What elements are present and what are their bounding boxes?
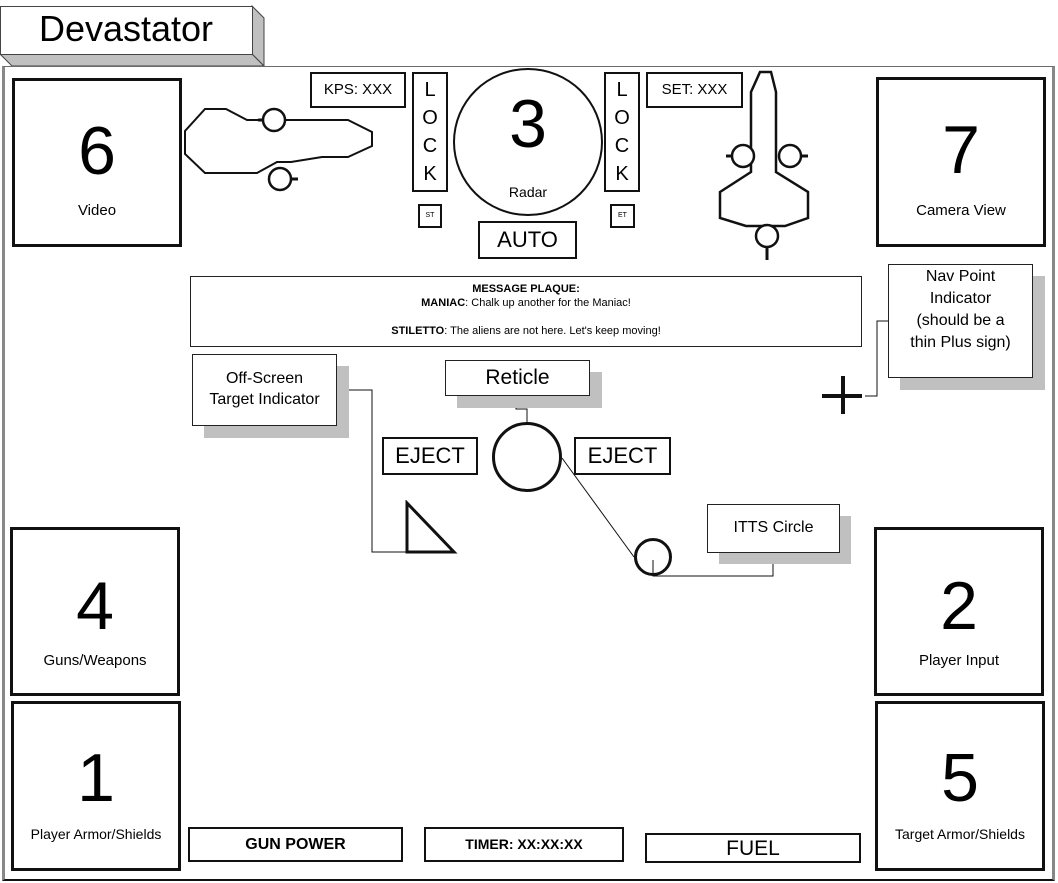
message-text: : Chalk up another for the Maniac! <box>465 297 631 309</box>
player-armor-panel[interactable]: 1 Player Armor/Shields <box>11 701 181 871</box>
callout-text: Indicator <box>929 290 992 307</box>
panel-number: 7 <box>942 112 980 188</box>
panel-number: 5 <box>941 740 979 816</box>
lock-letter: C <box>422 135 438 157</box>
message-plaque: MESSAGE PLAQUE: MANIAC: Chalk up another… <box>190 276 862 347</box>
panel-label: Player Input <box>918 652 1000 669</box>
gun-power-gauge: GUN POWER <box>188 827 403 862</box>
hud-frame <box>2 66 1055 881</box>
radar-display[interactable]: 3 Radar <box>453 68 603 216</box>
ship-side-icon <box>184 107 373 192</box>
itts-circle <box>634 538 672 576</box>
offscreen-target-callout: Off-Screen Target Indicator <box>192 354 337 426</box>
lock-letter: K <box>423 163 437 185</box>
st-button[interactable]: ST <box>418 204 442 228</box>
nav-point-callout: Nav Point Indicator (should be a thin Pl… <box>888 264 1033 378</box>
panel-label: Player Armor/Shields <box>30 826 162 842</box>
lock-letter: L <box>616 79 628 101</box>
ship-top-icon <box>718 70 810 260</box>
camera-view-panel[interactable]: 7 Camera View <box>876 77 1046 247</box>
panel-label: Guns/Weapons <box>43 652 147 669</box>
radar-label: Radar <box>508 184 548 200</box>
timer-readout: TIMER: XX:XX:XX <box>424 827 624 862</box>
kps-readout: KPS: XXX <box>310 72 406 108</box>
guns-weapons-panel[interactable]: 4 Guns/Weapons <box>10 527 180 696</box>
lock-letter: O <box>422 107 438 129</box>
nav-point-plus-icon <box>822 376 862 414</box>
lock-indicator-left[interactable]: L O C K <box>412 72 448 192</box>
callout-text: (should be a <box>916 312 1005 329</box>
lock-letter: C <box>614 135 630 157</box>
et-button[interactable]: ET <box>610 204 635 228</box>
eject-button-right[interactable]: EJECT <box>574 437 671 475</box>
callout-text: thin Plus sign) <box>910 334 1011 351</box>
panel-label: Target Armor/Shields <box>895 826 1025 842</box>
auto-button[interactable]: AUTO <box>478 221 577 259</box>
callout-text: Nav Point <box>925 268 996 285</box>
callout-text: Off-Screen <box>225 370 304 387</box>
set-speed-readout: SET: XXX <box>646 72 743 108</box>
message-line: STILETTO: The aliens are not here. Let's… <box>191 324 861 338</box>
panel-number: 1 <box>77 740 115 816</box>
panel-label: Camera View <box>916 202 1006 219</box>
fuel-gauge: FUEL <box>645 833 861 863</box>
itts-callout: ITTS Circle <box>707 504 840 553</box>
reticle-circle <box>492 422 562 492</box>
panel-number: 2 <box>940 568 978 644</box>
message-speaker: MANIAC <box>421 297 466 309</box>
offscreen-target-triangle-icon <box>405 500 458 554</box>
lock-letter: K <box>615 163 629 185</box>
panel-label: Video <box>77 202 117 219</box>
radar-number: 3 <box>509 86 547 162</box>
message-text: : The aliens are not here. Let's keep mo… <box>444 325 661 337</box>
message-speaker: STILETTO <box>391 325 445 337</box>
message-line: MANIAC: Chalk up another for the Maniac! <box>191 296 861 310</box>
window-title: Devastator <box>38 8 214 49</box>
panel-number: 6 <box>78 113 116 189</box>
lock-indicator-right[interactable]: L O C K <box>604 72 640 192</box>
video-panel[interactable]: 6 Video <box>12 78 182 247</box>
callout-text: Target Indicator <box>209 391 320 408</box>
lock-letter: O <box>614 107 630 129</box>
panel-number: 4 <box>76 568 114 644</box>
player-input-panel[interactable]: 2 Player Input <box>874 527 1044 696</box>
message-plaque-header: MESSAGE PLAQUE: <box>472 283 580 295</box>
reticle-callout: Reticle <box>445 360 590 396</box>
lock-letter: L <box>424 79 436 101</box>
target-armor-panel[interactable]: 5 Target Armor/Shields <box>875 701 1045 871</box>
title-tab-3d <box>0 4 266 68</box>
eject-button-left[interactable]: EJECT <box>382 437 478 475</box>
